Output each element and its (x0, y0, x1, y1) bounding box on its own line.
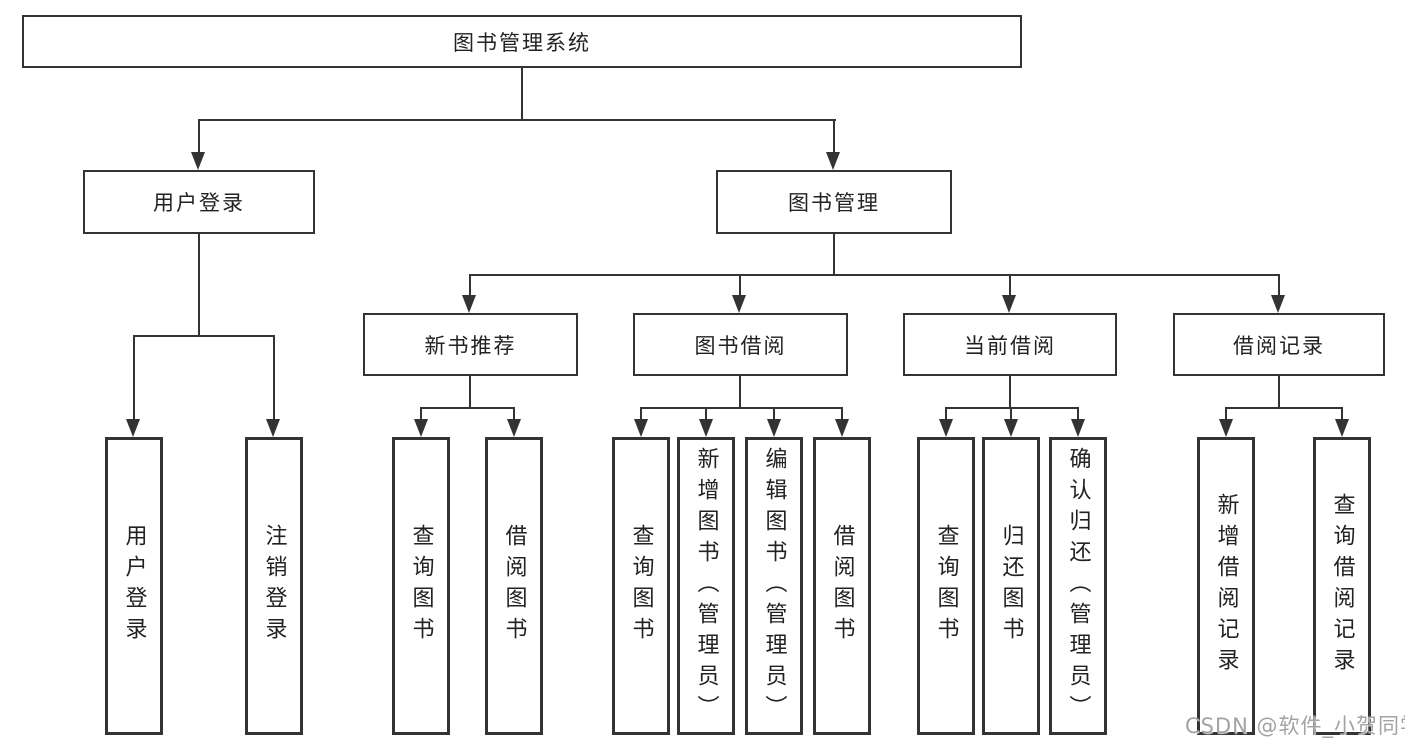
connector-to-new-book-stem (469, 274, 471, 295)
connector-user-login-stem (198, 234, 200, 336)
connector-leaf-stem (945, 407, 947, 419)
arrowhead-leaf (699, 419, 713, 437)
connector-to-book-management-stem (833, 119, 835, 152)
connector-leaf-stem (513, 407, 515, 419)
node-library-management-system: 图书管理系统 (22, 15, 1022, 68)
connector-root-stem (521, 68, 523, 120)
connector-borrow-records-bar (1225, 407, 1343, 409)
connector-book-borrow-bar (640, 407, 843, 409)
arrowhead-leaf (507, 419, 521, 437)
leaf-return-books: 归还图书 (982, 437, 1040, 735)
node-current-borrowing: 当前借阅 (903, 313, 1117, 376)
leaf-query-borrow-record: 查询借阅记录 (1313, 437, 1371, 735)
node-book-borrowing: 图书借阅 (633, 313, 848, 376)
leaf-add-books-admin: 新增图书（管理员） (677, 437, 735, 735)
connector-leaf-stem (640, 407, 642, 419)
arrowhead-leaf (835, 419, 849, 437)
connector-new-book-bar (420, 407, 515, 409)
connector-level1-bar (198, 119, 836, 121)
arrowhead-leaf (939, 419, 953, 437)
arrowhead-to-leaf-logout (266, 419, 280, 437)
arrowhead-to-current-borrow (1002, 295, 1016, 313)
arrowhead-leaf (634, 419, 648, 437)
arrowhead-to-new-book (462, 295, 476, 313)
leaf-query-books: 查询图书 (917, 437, 975, 735)
node-new-book-recommend: 新书推荐 (363, 313, 578, 376)
connector-to-current-borrow-stem (1009, 274, 1011, 295)
connector-book-management-stem (833, 234, 835, 275)
connector-leaf-stem (1225, 407, 1227, 419)
connector-current-borrow-bar (945, 407, 1079, 409)
leaf-borrow-books: 借阅图书 (813, 437, 871, 735)
arrowhead-leaf (767, 419, 781, 437)
node-borrowing-records: 借阅记录 (1173, 313, 1385, 376)
node-book-management: 图书管理 (716, 170, 952, 234)
leaf-borrow-books: 借阅图书 (485, 437, 543, 735)
connector-to-leaf-user-login-stem (133, 335, 135, 419)
arrowhead-to-borrow-records (1271, 295, 1285, 313)
connector-new-book-stem (469, 376, 471, 408)
arrowhead-leaf (414, 419, 428, 437)
arrowhead-leaf (1004, 419, 1018, 437)
leaf-edit-books-admin: 编辑图书（管理员） (745, 437, 803, 735)
connector-leaf-stem (1341, 407, 1343, 419)
connector-level2-bar (470, 274, 1280, 276)
connector-to-book-borrow-stem (739, 274, 741, 295)
connector-leaf-stem (1077, 407, 1079, 419)
node-user-login: 用户登录 (83, 170, 315, 234)
arrowhead-to-book-management (826, 152, 840, 170)
arrowhead-leaf (1335, 419, 1349, 437)
connector-leaf-stem (705, 407, 707, 419)
connector-borrow-records-stem2 (1278, 376, 1280, 408)
arrowhead-to-book-borrow (732, 295, 746, 313)
arrowhead-leaf (1071, 419, 1085, 437)
connector-leaf-stem (420, 407, 422, 419)
csdn-watermark: CSDN @软件_小贺同学 (1185, 714, 1405, 738)
connector-user-login-bar (133, 335, 275, 337)
leaf-add-borrow-record: 新增借阅记录 (1197, 437, 1255, 735)
leaf-user-login: 用户登录 (105, 437, 163, 735)
arrowhead-to-leaf-user-login (126, 419, 140, 437)
connector-leaf-stem (1010, 407, 1012, 419)
leaf-query-books: 查询图书 (612, 437, 670, 735)
connector-current-borrow-stem2 (1009, 376, 1011, 408)
connector-to-leaf-logout-stem (273, 335, 275, 419)
connector-to-borrow-records-stem (1278, 274, 1280, 295)
leaf-query-books: 查询图书 (392, 437, 450, 735)
connector-leaf-stem (841, 407, 843, 419)
arrowhead-leaf (1219, 419, 1233, 437)
connector-book-borrow-stem2 (739, 376, 741, 408)
leaf-logout: 注销登录 (245, 437, 303, 735)
connector-leaf-stem (773, 407, 775, 419)
connector-to-user-login-stem (198, 119, 200, 152)
arrowhead-to-user-login (191, 152, 205, 170)
leaf-confirm-return-admin: 确认归还（管理员） (1049, 437, 1107, 735)
